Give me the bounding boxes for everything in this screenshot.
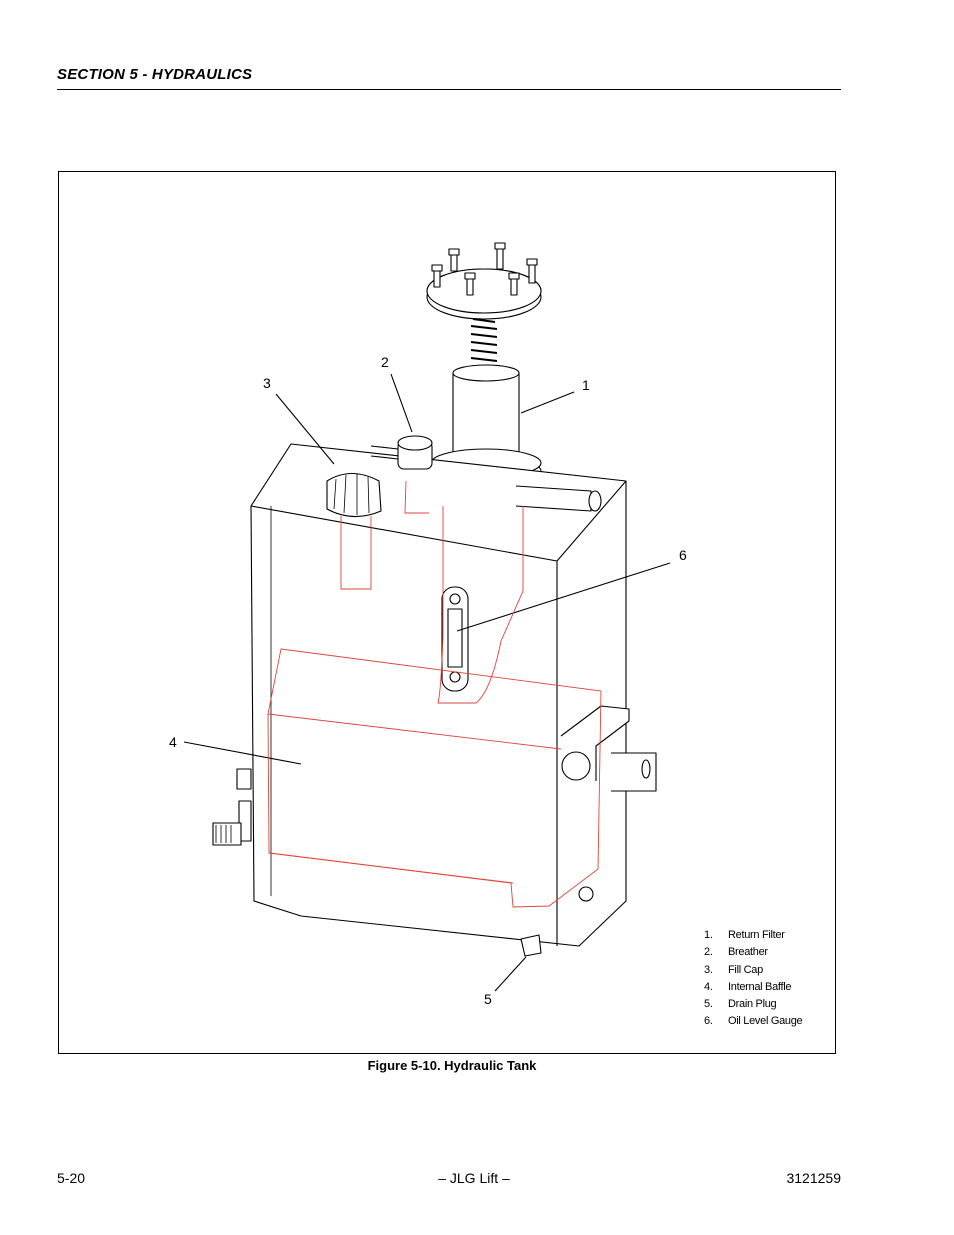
legend-label: Oil Level Gauge <box>728 1015 803 1028</box>
figure-legend: 1. Return Filter 2. Breather 3. Fill Cap 4.… <box>704 927 803 1031</box>
legend-item: 1. Return Filter <box>704 927 802 944</box>
legend-label: Fill Cap <box>728 963 763 976</box>
header-rule <box>57 89 841 90</box>
callout-1: 1 <box>582 377 590 393</box>
legend-label: Return Filter <box>728 929 785 941</box>
hydraulic-tank-illustration <box>183 242 671 992</box>
legend-number: 2. <box>704 946 713 959</box>
callout-6: 6 <box>679 547 687 563</box>
document-number: 3121259 <box>786 1170 841 1186</box>
callout-3: 3 <box>263 375 271 391</box>
legend-label: Drain Plug <box>728 998 777 1011</box>
figure-caption: Figure 5-10. Hydraulic Tank <box>0 1058 954 1073</box>
callout-5: 5 <box>484 991 492 1007</box>
legend-number: 6. <box>704 1015 713 1028</box>
legend-number: 5. <box>704 998 713 1011</box>
legend-item: 6. Oil Level Gauge <box>704 1013 803 1030</box>
legend-number: 4. <box>704 980 713 993</box>
page-number: 5-20 <box>57 1170 86 1186</box>
legend-item: 3. Fill Cap <box>704 962 802 979</box>
figure-caption-text: Figure 5-10. Hydraulic Tank <box>367 1058 537 1073</box>
legend-number: 3. <box>704 963 713 976</box>
legend-label: Internal Baffle <box>728 980 792 993</box>
callout-2: 2 <box>381 354 389 370</box>
footer-brand: – JLG Lift – <box>0 1170 954 1186</box>
figure-frame: 1 2 3 4 5 6 1. Return Filter 2. Breather 3… <box>58 171 836 1054</box>
legend-item: 4. Internal Baffle <box>704 979 802 996</box>
section-title: SECTION 5 - HYDRAULICS <box>57 66 253 83</box>
legend-number: 1. <box>704 929 713 941</box>
footer-brand-text: – JLG Lift – <box>438 1170 510 1186</box>
callout-4: 4 <box>169 734 177 750</box>
legend-item: 5. Drain Plug <box>704 996 802 1013</box>
legend-label: Breather <box>728 946 768 959</box>
legend-item: 2. Breather <box>704 944 802 961</box>
